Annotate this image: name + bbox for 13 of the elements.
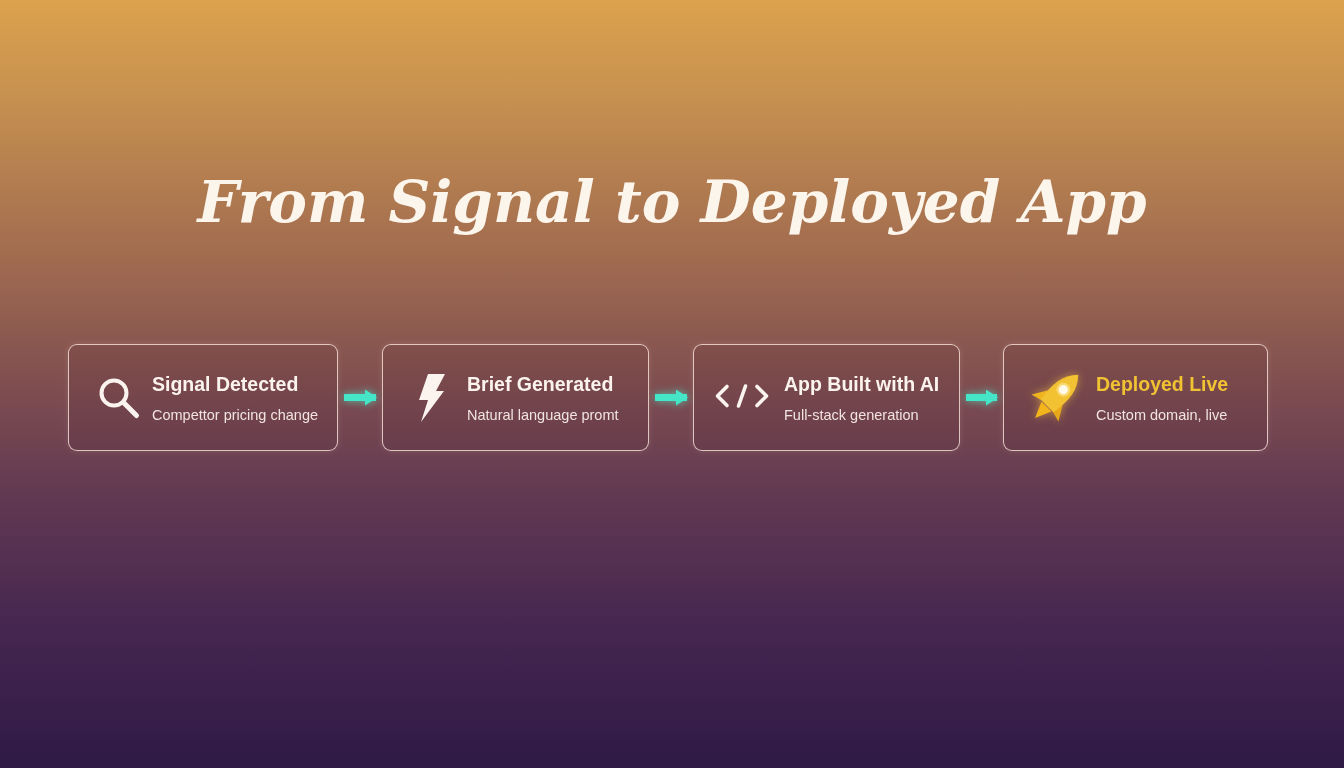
step-description: Compettor pricing change [152, 406, 319, 425]
step-description: Full-stack generation [784, 406, 919, 425]
step-card [382, 344, 649, 451]
step-title: App Built with AI [784, 372, 940, 397]
step-title: Brief Generated [467, 372, 614, 397]
step-card [693, 344, 960, 451]
step-description: Custom domain, live [1096, 406, 1228, 425]
step-title: Deployed Live [1096, 372, 1229, 397]
step-card [68, 344, 338, 451]
step-description: Natural language promt [467, 406, 619, 425]
step-card [1003, 344, 1268, 451]
step-title: Signal Detected [152, 372, 299, 397]
diagram-title: From Signal to Deployed App [197, 167, 1147, 238]
